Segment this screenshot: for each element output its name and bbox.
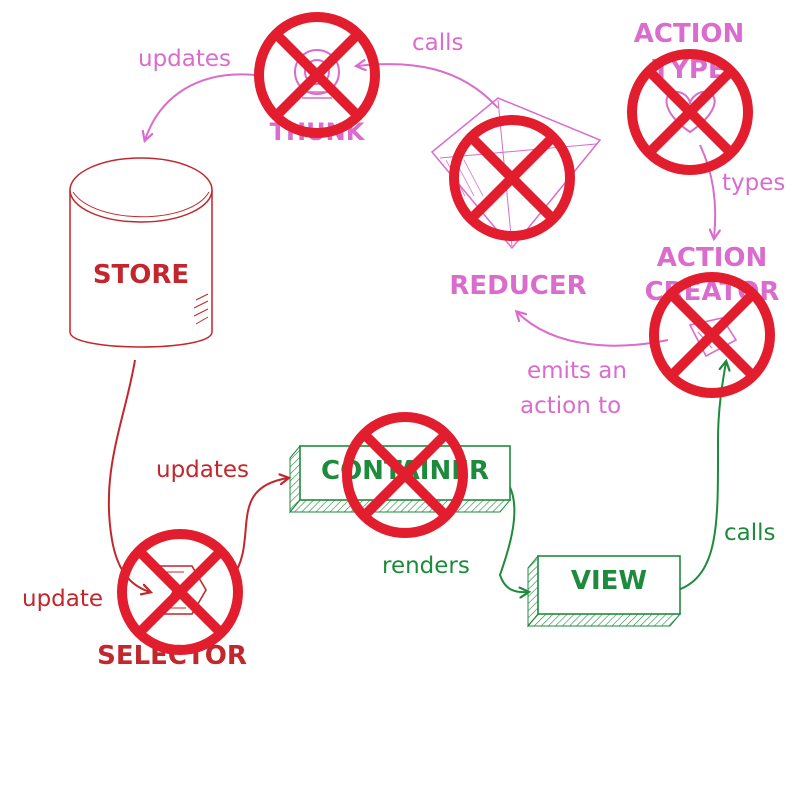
edge-label-selector-updates: updates: [156, 457, 249, 483]
edge-label-renders: renders: [382, 553, 470, 579]
edge-label-view-calls: calls: [724, 520, 776, 546]
edge-selector-to-container: [231, 478, 288, 579]
cross-out-thunk: [254, 12, 380, 138]
cross-out-container: [342, 412, 468, 538]
view-node: VIEW: [526, 554, 682, 628]
thunk-icon: [294, 49, 340, 99]
edge-label-types: types: [722, 170, 785, 196]
heart-icon: [665, 90, 716, 134]
edge-action-type-to-action-creator: [699, 144, 715, 238]
edge-label-update: update: [22, 586, 103, 612]
store-node: STORE: [69, 157, 213, 348]
edge-label-thunk-updates: updates: [138, 46, 231, 72]
reducer-title: REDUCER: [449, 271, 586, 301]
cross-out-selector: [117, 529, 243, 655]
edge-thunk-to-store: [145, 73, 256, 140]
view-title: VIEW: [571, 566, 647, 596]
edge-action-creator-to-reducer: [517, 312, 669, 347]
action-type-title-line1: ACTION: [634, 19, 744, 49]
edge-label-reducer-calls: calls: [412, 30, 464, 56]
cross-out-action-type: [627, 49, 753, 175]
edge-label-emits-line2: action to: [520, 393, 621, 419]
edge-store-to-selector: [107, 359, 150, 592]
cross-out-action-creator: [649, 272, 775, 398]
edge-label-emits-line1: emits an: [527, 358, 627, 384]
store-title: STORE: [93, 260, 189, 290]
action-creator-title-line1: ACTION: [657, 243, 767, 273]
cross-out-reducer: [449, 115, 575, 241]
edge-container-to-view: [498, 481, 528, 592]
